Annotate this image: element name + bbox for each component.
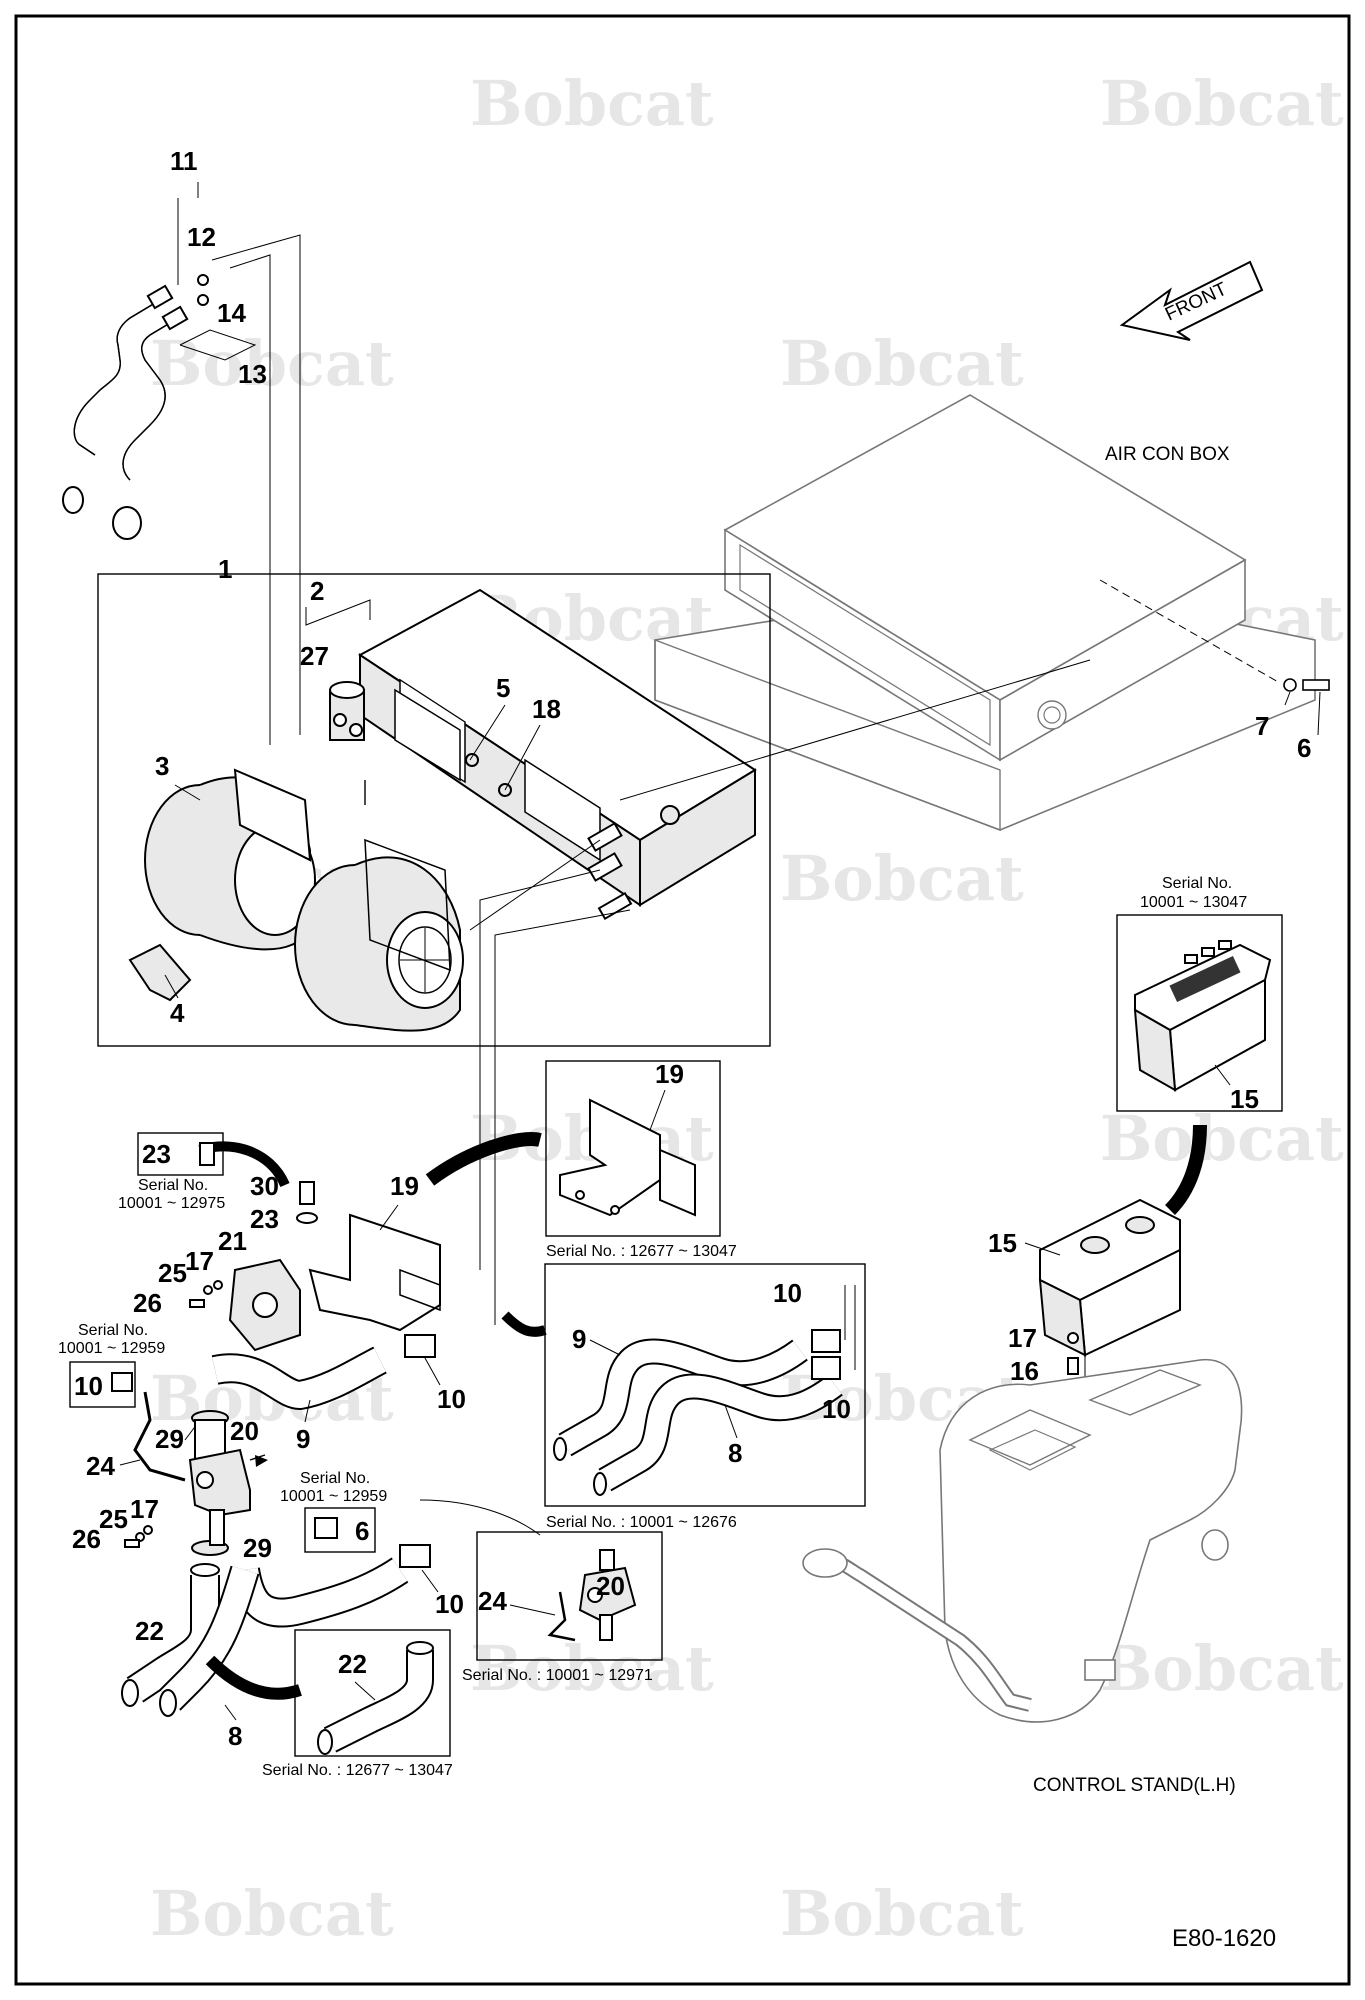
callout-10: 10 [822, 1394, 851, 1424]
callout-25: 25 [99, 1504, 128, 1534]
serial-range-12975: 10001 ~ 12975 [118, 1195, 225, 1212]
callout-19: 19 [390, 1171, 419, 1201]
serial-label-10001-12676: Serial No. : 10001 ~ 12676 [546, 1514, 737, 1531]
callout-25: 25 [158, 1258, 187, 1288]
air-con-box: AIR CON BOX 7 6 [654, 394, 1330, 832]
callout-6: 6 [355, 1516, 369, 1546]
serial-label-10001-12959: Serial No. [78, 1322, 148, 1339]
callout-21: 21 [218, 1226, 247, 1256]
bolt-6 [1302, 679, 1330, 691]
callout-7: 7 [1255, 711, 1269, 741]
serial-label-10001-12959-b: Serial No. [300, 1470, 370, 1487]
front-arrow: FRONT [1119, 260, 1264, 341]
callout-26: 26 [72, 1524, 101, 1554]
callout-23: 23 [250, 1204, 279, 1234]
callout-13: 13 [238, 359, 267, 389]
watermark-text: Bobcat [780, 842, 1024, 915]
callout-16: 16 [1010, 1356, 1039, 1386]
watermark-text: Bobcat [1100, 1102, 1344, 1175]
watermark-text: Bobcat [150, 1877, 394, 1950]
control-stand-label: CONTROL STAND(L.H) [1033, 1775, 1236, 1796]
serial-label-12677: Serial No. : 12677 ~ 13047 [546, 1243, 737, 1260]
watermark-text: Bobcat [470, 1632, 714, 1705]
control-stand: CONTROL STAND(L.H) [802, 1359, 1243, 1796]
callout-24: 24 [478, 1586, 507, 1616]
callout-6: 6 [1297, 733, 1311, 763]
callout-23: 23 [142, 1139, 171, 1169]
callout-8: 8 [228, 1721, 242, 1751]
callout-2: 2 [310, 576, 324, 606]
watermark-text: Bobcat [1100, 1632, 1344, 1705]
callout-5: 5 [496, 673, 510, 703]
callout-22: 22 [135, 1616, 164, 1646]
serial-label-10001-12975: Serial No. [138, 1177, 208, 1194]
watermark-text: Bobcat [470, 67, 714, 140]
watermark-text: Bobcat [150, 327, 394, 400]
watermark-text: Bobcat [780, 1877, 1024, 1950]
callout-29: 29 [243, 1533, 272, 1563]
callout-9: 9 [572, 1324, 586, 1354]
heater-valve-assembly: 23 Serial No. 10001 ~ 12975 30 23 19 21 … [58, 1132, 547, 1779]
serial-label-10001-12971: Serial No. : 10001 ~ 12971 [462, 1667, 653, 1684]
drawing-code: E80-1620 [1172, 1925, 1276, 1952]
callout-10: 10 [435, 1589, 464, 1619]
air-con-box-label: AIR CON BOX [1105, 444, 1230, 465]
callout-19: 19 [655, 1059, 684, 1089]
callout-29: 29 [155, 1424, 184, 1454]
hose-variant-box: 10 10 9 8 Serial No. : 10001 ~ 12676 [544, 1263, 866, 1531]
callout-20: 20 [596, 1571, 625, 1601]
callout-10: 10 [773, 1278, 802, 1308]
callout-4: 4 [170, 998, 185, 1028]
drawing-frame [14, 14, 1351, 1986]
hvac-unit-assembly: 1 2 27 5 [97, 554, 1091, 1325]
callout-15: 15 [1230, 1084, 1259, 1114]
watermark-text: Bobcat [1100, 67, 1344, 140]
callout-20: 20 [230, 1416, 259, 1446]
callout-3: 3 [155, 751, 169, 781]
callout-8: 8 [728, 1438, 742, 1468]
callout-26: 26 [133, 1288, 162, 1318]
serial-label-10001-13047: Serial No. [1162, 875, 1232, 892]
serial-range-12959-b: 10001 ~ 12959 [280, 1488, 387, 1505]
refrigerant-pipes: 11 12 14 13 [62, 146, 301, 745]
callout-18: 18 [532, 694, 561, 724]
callout-11: 11 [170, 146, 198, 176]
callout-12: 12 [187, 222, 216, 252]
serial-label-12677-13047: Serial No. : 12677 ~ 13047 [262, 1762, 453, 1779]
callout-10: 10 [74, 1371, 103, 1401]
callout-10: 10 [437, 1384, 466, 1414]
callout-17: 17 [185, 1246, 214, 1276]
callout-17: 17 [130, 1494, 159, 1524]
valve-variant-box: 24 20 Serial No. : 10001 ~ 12971 [419, 1499, 663, 1684]
callout-17: 17 [1008, 1323, 1037, 1353]
callout-1: 1 [218, 554, 232, 584]
callout-27: 27 [300, 641, 329, 671]
callout-9: 9 [296, 1424, 310, 1454]
callout-15: 15 [988, 1228, 1017, 1258]
washer-7 [1283, 678, 1297, 692]
callout-22: 22 [338, 1649, 367, 1679]
callout-24: 24 [86, 1451, 115, 1481]
callout-30: 30 [250, 1171, 279, 1201]
serial-range-12959: 10001 ~ 12959 [58, 1340, 165, 1357]
serial-range-13047: 10001 ~ 13047 [1140, 894, 1247, 911]
bracket-19-variant: 19 Serial No. : 12677 ~ 13047 [545, 1059, 737, 1260]
watermark-text: Bobcat [780, 327, 1024, 400]
callout-14: 14 [217, 298, 246, 328]
control-panel-assembly: Serial No. 10001 ~ 13047 15 15 17 16 [988, 875, 1283, 1390]
